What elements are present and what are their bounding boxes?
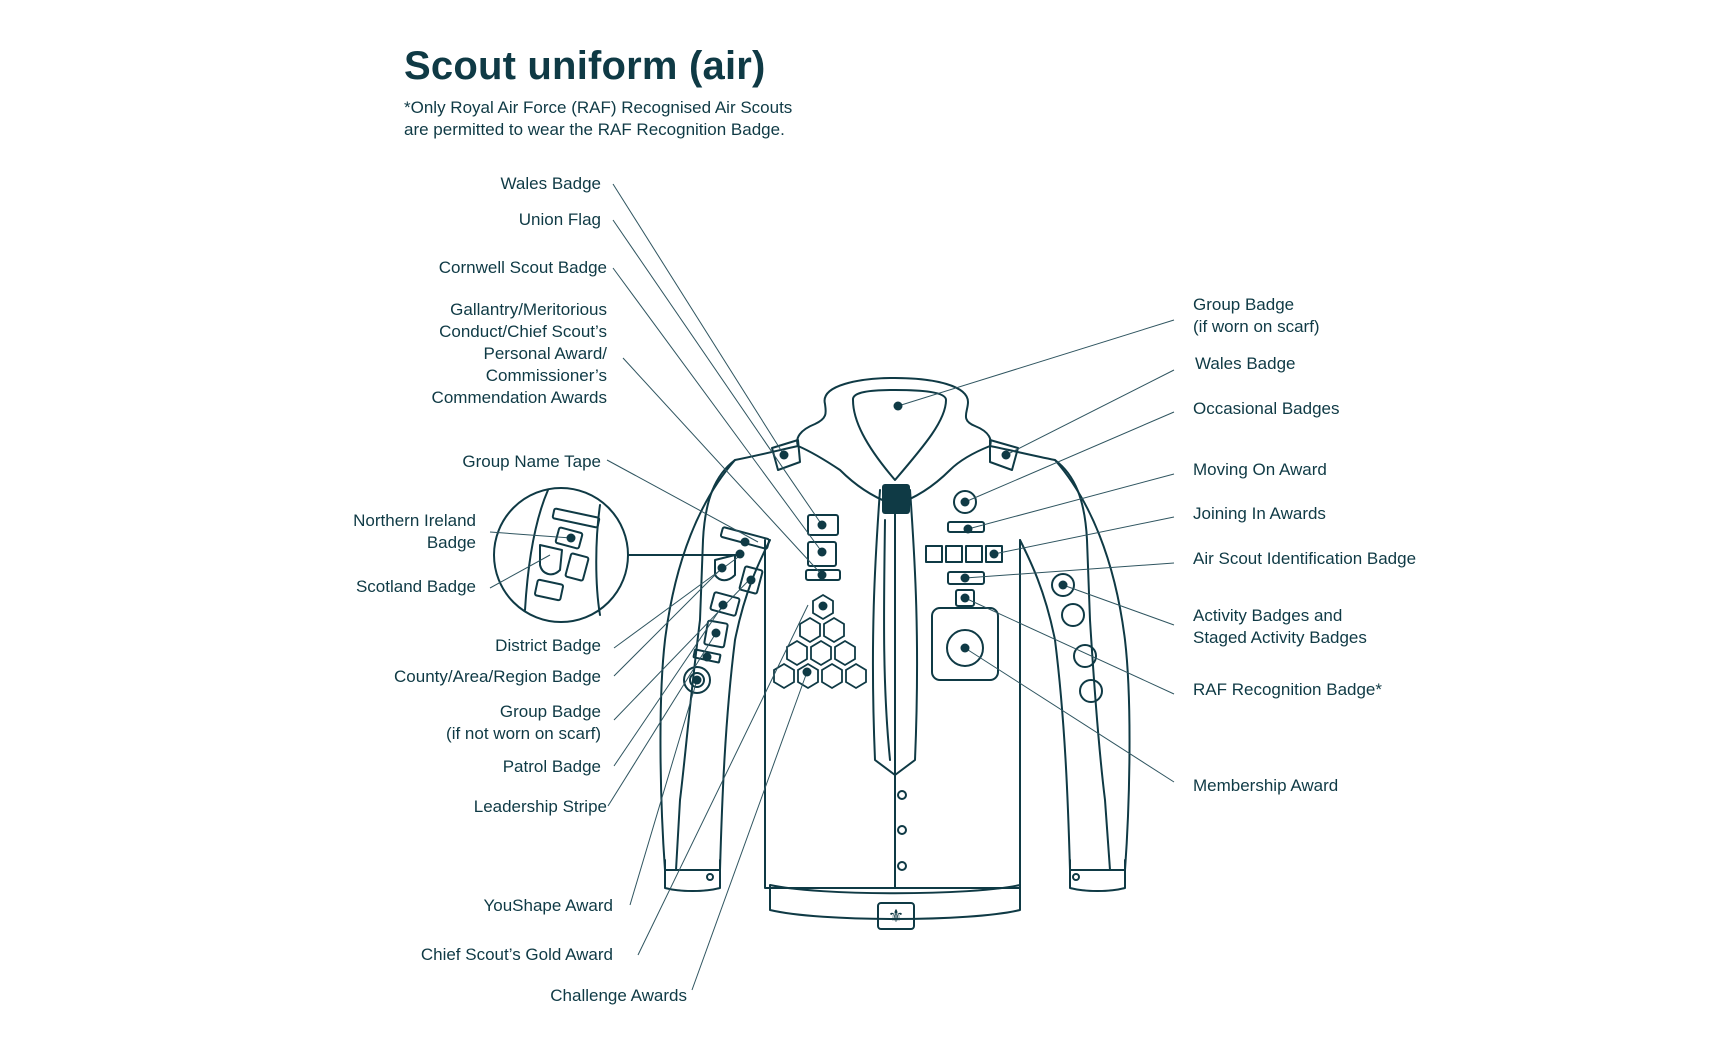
label-group-badge-not-scarf: Group Badge (if not worn on scarf) <box>446 702 601 743</box>
label-northern-ireland-badge: Northern Ireland Badge <box>353 511 476 552</box>
chest-right-box-3 <box>965 545 983 563</box>
chest-badge-2 <box>807 541 837 567</box>
fleur-de-lis-icon: ⚜ <box>888 906 904 927</box>
scarf <box>871 489 919 776</box>
buckle <box>877 902 915 930</box>
shirt-lower <box>764 539 1021 889</box>
label-county-area-region-badge: County/Area/Region Badge <box>394 667 601 686</box>
label-patrol-badge: Patrol Badge <box>502 757 601 776</box>
label-leadership-stripe: Leadership Stripe <box>473 797 607 816</box>
right-sleeve <box>1019 459 1131 871</box>
label-challenge-awards: Challenge Awards <box>550 986 687 1005</box>
label-district-badge: District Badge <box>495 636 601 655</box>
zoom-sleeve-left <box>524 489 549 611</box>
subtitle: *Only Royal Air Force (RAF) Recognised A… <box>404 97 864 141</box>
shirt-left-side <box>675 445 799 871</box>
chest-right-box-4 <box>985 545 1003 563</box>
arm-activity-3 <box>1073 644 1097 668</box>
scarf-fold <box>883 519 891 761</box>
zoom-tape <box>551 507 601 529</box>
zoom-sleeve-right <box>595 504 601 616</box>
pocket-membership-outer <box>946 629 984 667</box>
arm-square <box>738 565 764 595</box>
chest-badge-3 <box>805 569 841 581</box>
chest-right-box-1 <box>925 545 943 563</box>
shirt-button-2 <box>897 825 907 835</box>
label-gallantry-awards: Gallantry/Meritorious Conduct/Chief Scou… <box>431 300 607 407</box>
woggle <box>882 484 910 514</box>
label-scotland-badge: Scotland Badge <box>355 577 476 596</box>
arm-activity-4 <box>1079 679 1103 703</box>
left-cuff <box>664 859 721 892</box>
label-youshape-award: YouShape Award <box>483 896 613 915</box>
badge-dots <box>566 401 1068 685</box>
arm-youshape-inner <box>689 672 705 688</box>
zoom-square <box>564 552 590 582</box>
zoom-rect <box>533 578 565 602</box>
page-title: Scout uniform (air) <box>404 44 766 88</box>
collar-inner <box>852 389 947 481</box>
label-group-badge-scarf: Group Badge (if worn on scarf) <box>1193 295 1320 336</box>
chest-right-raf <box>955 589 975 607</box>
chest-right-box-2 <box>945 545 963 563</box>
label-union-flag: Union Flag <box>518 210 601 229</box>
subtitle-line: *Only Royal Air Force (RAF) Recognised A… <box>404 98 793 117</box>
left-sleeve <box>659 459 771 871</box>
label-occasional-badges: Occasional Badges <box>1193 399 1340 418</box>
shirt-button-3 <box>897 861 907 871</box>
left-epaulette <box>771 439 801 471</box>
zoom-shield <box>539 544 563 576</box>
label-group-name-tape: Group Name Tape <box>462 452 601 471</box>
shirt-right-side <box>989 445 1111 871</box>
leader-lines <box>489 183 1175 991</box>
label-chief-scouts-gold-award: Chief Scout’s Gold Award <box>420 945 613 964</box>
arm-rect-1 <box>709 591 741 617</box>
subtitle-line: are permitted to wear the RAF Recognitio… <box>404 120 785 139</box>
right-cuff-button <box>1072 873 1080 881</box>
arm-shield <box>714 554 736 582</box>
label-raf-recognition-badge: RAF Recognition Badge* <box>1193 680 1383 699</box>
label-wales-badge-left: Wales Badge <box>500 174 601 193</box>
left-cuff-button <box>706 873 714 881</box>
arm-activity-2 <box>1061 603 1085 627</box>
chest-right-occasional <box>953 490 977 514</box>
honeycomb <box>773 593 867 690</box>
right-cuff <box>1069 859 1126 892</box>
arm-youshape-outer <box>683 666 711 694</box>
label-cornwell-scout-badge: Cornwell Scout Badge <box>438 258 607 277</box>
chest-right-tape-2 <box>947 571 985 585</box>
label-air-scout-identification-badge: Air Scout Identification Badge <box>1193 549 1417 568</box>
right-epaulette <box>989 439 1019 471</box>
chest-badge-1 <box>807 514 839 536</box>
header: Scout uniform (air) *Only Royal Air Forc… <box>404 44 864 141</box>
waistband <box>769 884 1021 920</box>
label-activity-badges: Activity Badges and Staged Activity Badg… <box>1193 606 1367 647</box>
label-membership-award: Membership Award <box>1193 776 1339 795</box>
arm-activity-1 <box>1051 573 1075 597</box>
shirt-button-1 <box>897 790 907 800</box>
pocket <box>931 607 999 681</box>
arm-rect-2 <box>703 619 729 649</box>
label-wales-badge-right: Wales Badge <box>1195 354 1296 373</box>
zoom-ni-badge <box>554 526 584 550</box>
label-joining-in-awards: Joining In Awards <box>1193 504 1326 523</box>
label-moving-on-award: Moving On Award <box>1193 460 1327 479</box>
